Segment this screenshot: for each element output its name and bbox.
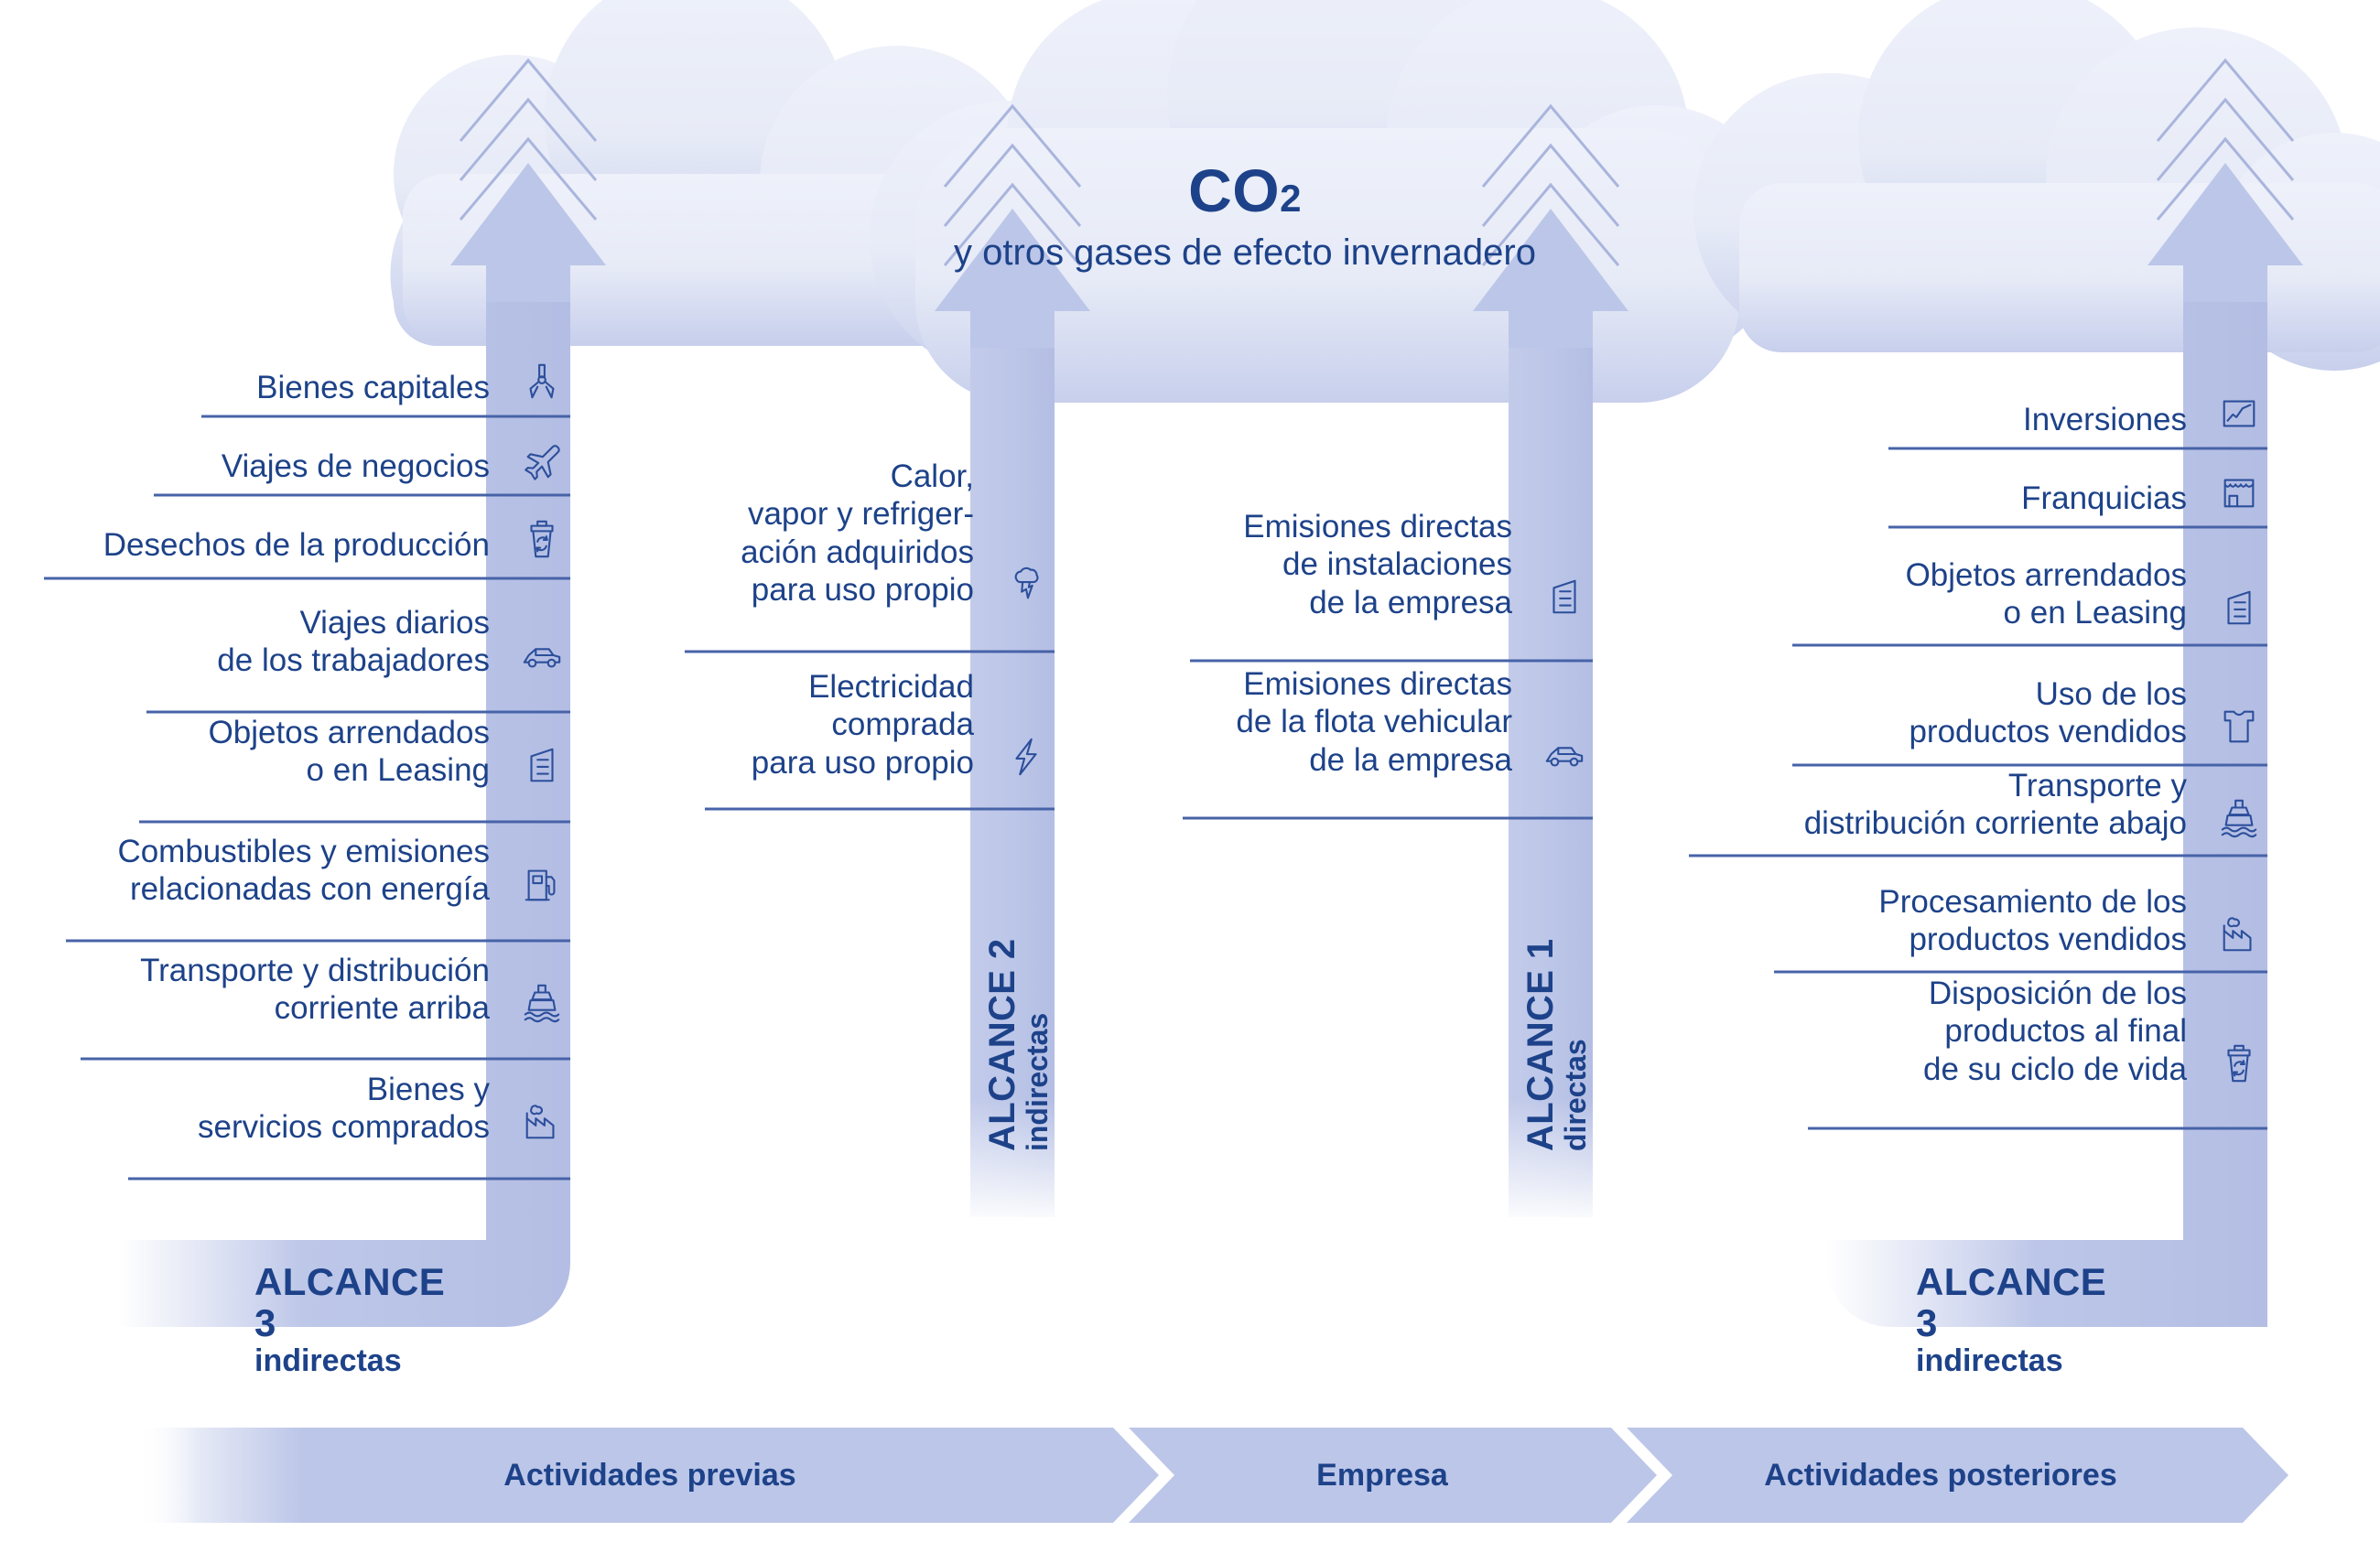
list-item[interactable]: Calor, vapor y refriger- ación adquirido… — [549, 458, 1055, 614]
factory-icon — [2211, 908, 2267, 965]
building-icon — [1536, 570, 1593, 627]
building-icon — [514, 739, 570, 795]
list-item[interactable]: Viajes de negocios — [0, 434, 570, 491]
tshirt-icon — [2211, 700, 2267, 757]
list-item[interactable]: Transporte y distribución corriente arri… — [0, 952, 570, 1033]
factory-icon — [514, 1095, 570, 1152]
fuel-pump-icon — [514, 857, 570, 914]
item-label: Objetos arrendados o en Leasing — [1905, 557, 2187, 631]
list-item[interactable]: Objetos arrendados o en Leasing — [1697, 556, 2267, 638]
item-label: Disposición de los productos al final de… — [1923, 976, 2187, 1087]
chart-icon — [2211, 387, 2267, 444]
list-item[interactable]: Electricidad comprada para uso propio — [549, 668, 1055, 787]
list-item[interactable]: Transporte y distribución corriente abaj… — [1556, 767, 2267, 848]
list-item[interactable]: Procesamiento de los productos vendidos — [1697, 883, 2267, 965]
item-label: Bienes y servicios comprados — [198, 1072, 490, 1146]
pillar-scope3-upstream — [119, 275, 570, 1327]
recycle-bin-icon — [514, 512, 570, 569]
arrow-up-scope3-upstream — [450, 58, 606, 302]
diagram-title: CO2 y otros gases de efecto invernadero — [915, 156, 1574, 274]
list-item[interactable]: Disposición de los productos al final de… — [1697, 975, 2267, 1094]
scope2-badge: ALCANCE 2 indirectas — [982, 938, 1054, 1151]
scope-badge-title: ALCANCE 3 — [254, 1260, 446, 1345]
co2-subscript: 2 — [1280, 177, 1302, 220]
arrow-up-scope3-downstream — [2147, 58, 2303, 302]
arrow-up-scope2 — [935, 103, 1090, 348]
item-label: Emisiones directas de instalaciones de l… — [1243, 509, 1512, 620]
list-item[interactable]: Emisiones directas de la flota vehicular… — [1080, 665, 1593, 784]
item-label: Calor, vapor y refriger- ación adquirido… — [741, 458, 974, 608]
item-label: Viajes de negocios — [221, 448, 490, 484]
list-item[interactable]: Uso de los productos vendidos — [1697, 675, 2267, 757]
storefront-icon — [2211, 466, 2267, 523]
item-label: Combustibles y emisiones relacionadas co… — [117, 834, 490, 908]
banner-segment-upstream — [137, 1428, 1159, 1523]
co2-title: CO2 — [1188, 156, 1302, 224]
crane-icon — [514, 355, 570, 412]
list-item[interactable]: Emisiones directas de instalaciones de l… — [1080, 508, 1593, 627]
scope-badge-sub: indirectas — [1020, 1012, 1054, 1151]
lightning-icon — [998, 730, 1055, 787]
diagram-subtitle: y otros gases de efecto invernadero — [954, 232, 1536, 274]
item-label: Electricidad comprada para uso propio — [751, 669, 974, 781]
item-label: Emisiones directas de la flota vehicular… — [1236, 666, 1512, 778]
building-icon — [2211, 581, 2267, 638]
list-item[interactable]: Objetos arrendados o en Leasing — [0, 714, 570, 795]
item-label: Inversiones — [2023, 401, 2187, 437]
scope1-badge: ALCANCE 1 directas — [1520, 938, 1592, 1151]
item-label: Uso de los productos vendidos — [1909, 676, 2187, 750]
scope-badge-title: ALCANCE 2 — [982, 938, 1022, 1151]
car-icon — [1536, 728, 1593, 784]
pillar-scope1 — [1509, 302, 1593, 1226]
list-item[interactable]: Viajes diarios de los trabajadores — [0, 604, 570, 685]
item-label: Viajes diarios de los trabajadores — [217, 605, 490, 679]
list-item[interactable]: Desechos de la producción — [0, 512, 570, 569]
scope3-upstream-badge: ALCANCE 3 indirectas — [254, 1261, 445, 1377]
item-label: Transporte y distribución corriente abaj… — [1803, 768, 2187, 842]
banner-segment-downstream — [1627, 1428, 2288, 1523]
scope-badge-title: ALCANCE 3 — [1916, 1260, 2107, 1345]
item-label: Bienes capitales — [256, 369, 490, 405]
list-item[interactable]: Franquicias — [1697, 466, 2267, 523]
banner-label-downstream[interactable]: Actividades posteriores — [1764, 1458, 2117, 1493]
arrow-up-scope1 — [1473, 103, 1628, 348]
value-chain-banner — [137, 1428, 2288, 1523]
list-item[interactable]: Inversiones — [1697, 387, 2267, 444]
car-icon — [514, 629, 570, 685]
item-label: Franquicias — [2021, 480, 2187, 516]
ship-icon — [514, 976, 570, 1033]
scope-badge-sub: directas — [1558, 1039, 1592, 1151]
cloud-right — [1693, 0, 2380, 371]
list-item[interactable]: Combustibles y emisiones relacionadas co… — [0, 833, 570, 914]
recycle-bin-icon — [2211, 1037, 2267, 1094]
scope-badge-sub: indirectas — [254, 1343, 402, 1378]
banner-segment-company — [1129, 1428, 1657, 1523]
scope3-downstream-badge: ALCANCE 3 indirectas — [1916, 1261, 2106, 1377]
ship-icon — [2211, 792, 2267, 848]
pillar-scope2 — [970, 302, 1055, 1226]
banner-label-company[interactable]: Empresa — [1316, 1458, 1448, 1493]
arrow-group — [450, 58, 2303, 348]
steam-cloud-icon — [998, 557, 1055, 614]
pillar-scope3-downstream — [1826, 275, 2267, 1327]
list-item[interactable]: Bienes capitales — [0, 355, 570, 412]
item-label: Transporte y distribución corriente arri… — [140, 953, 490, 1027]
airplane-icon — [514, 434, 570, 491]
scope-badge-sub: indirectas — [1916, 1343, 2063, 1378]
item-rules — [44, 415, 2267, 1181]
banner-label-upstream[interactable]: Actividades previas — [503, 1458, 796, 1493]
item-label: Procesamiento de los productos vendidos — [1878, 884, 2187, 958]
list-item[interactable]: Bienes y servicios comprados — [0, 1071, 570, 1152]
scope-badge-title: ALCANCE 1 — [1520, 938, 1561, 1151]
item-label: Objetos arrendados o en Leasing — [208, 715, 490, 789]
item-label: Desechos de la producción — [103, 526, 490, 563]
